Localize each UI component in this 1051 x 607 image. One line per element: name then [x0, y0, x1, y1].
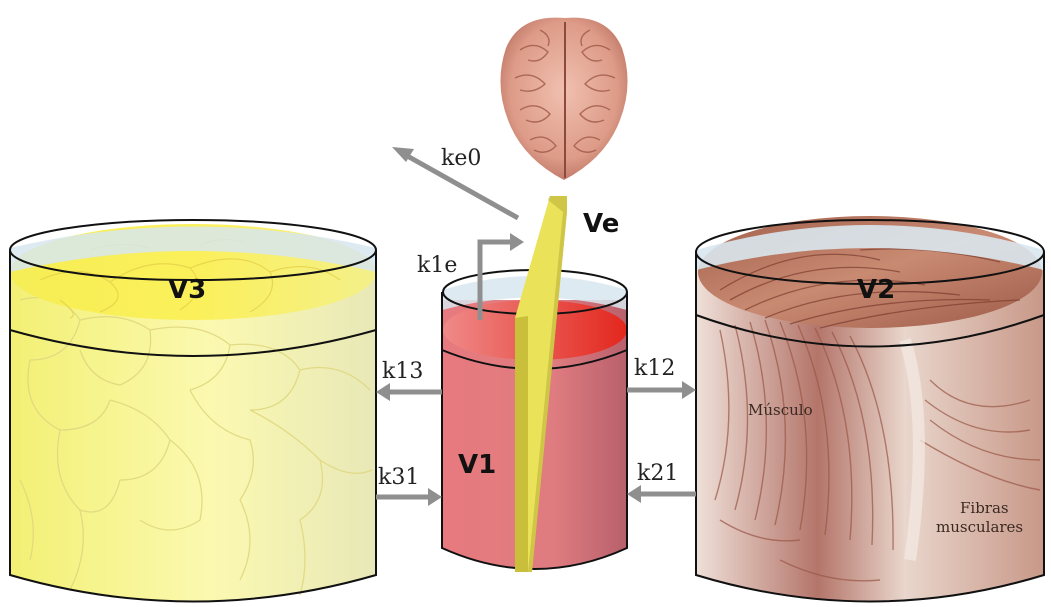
label-fibras: Fibras	[960, 499, 1009, 517]
brain-icon	[500, 18, 627, 180]
arrow-k12	[627, 381, 696, 399]
label-v2: V2	[857, 275, 895, 305]
label-v3: V3	[168, 275, 206, 305]
label-musculares: musculares	[936, 518, 1023, 536]
arrow-k21	[627, 485, 696, 503]
arrow-k31	[376, 488, 442, 506]
label-k13: k13	[382, 359, 423, 384]
label-k31: k31	[378, 465, 419, 490]
label-k12: k12	[634, 356, 675, 381]
label-v1: V1	[458, 450, 496, 480]
label-k21: k21	[637, 461, 678, 486]
label-ve: Ve	[583, 209, 619, 239]
label-k1e: k1e	[417, 253, 457, 278]
arrow-k13	[376, 383, 442, 401]
label-ke0: ke0	[441, 146, 481, 171]
label-musculo: Músculo	[748, 401, 813, 419]
